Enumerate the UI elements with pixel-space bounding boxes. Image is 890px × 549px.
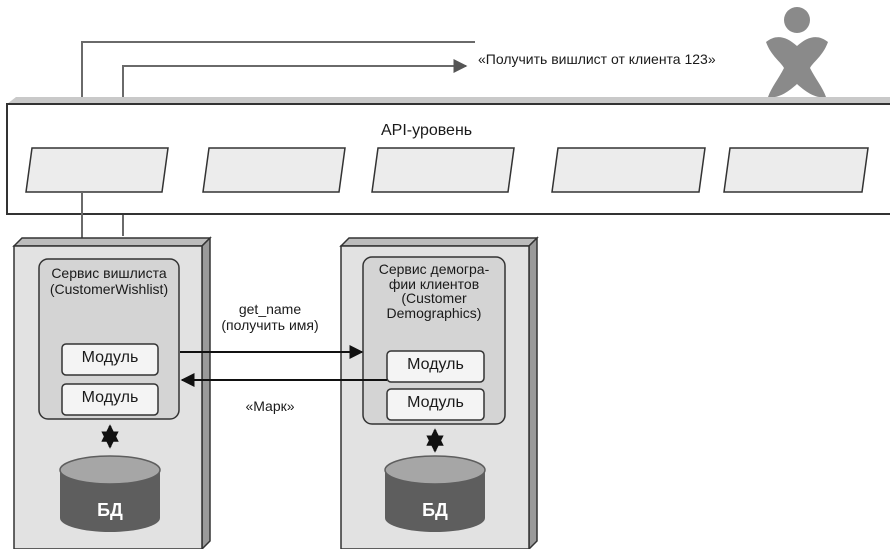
request-label: «Получить вишлист от клиента 123» [478,51,716,67]
api-endpoint-wishlist[interactable] [25,147,169,193]
response-label: «Марк» [245,398,295,414]
wishlist-module-1-label: Модуль [81,349,139,366]
demographics-db-icon [384,455,486,532]
wishlist-title-line1: Сервис вишлиста [51,265,167,281]
api-endpoint-4[interactable] [551,147,706,193]
demographics-title-line1: Сервис демогра- [378,261,490,277]
demographics-title-line2: фии клиентов [388,275,480,292]
demographics-service-container [339,236,539,549]
wishlist-module-1[interactable] [61,343,159,376]
get-name-line1: get_name [238,301,302,317]
demographics-module-2-label: Модуль [407,394,464,411]
user-icon [766,7,828,98]
demographics-module-2[interactable] [386,388,485,421]
demographics-service-title: Сервис демогра- фии клиентов (Customer D… [363,262,505,321]
api-endpoint-5[interactable] [723,147,869,193]
get-name-line2: (получить имя) [221,317,319,334]
api-endpoint-2[interactable] [202,147,346,193]
demographics-module-1[interactable] [386,350,485,383]
demographics-module-1-label: Модуль [407,356,464,373]
wishlist-service-title: Сервис вишлиста (CustomerWishlist) [39,265,179,297]
get-name-label: get_name (получить имя) [185,301,355,333]
demographics-db-label: БД [422,500,448,520]
api-layer-title: API-уровень [381,122,473,139]
wishlist-title-line2: (CustomerWishlist) [49,281,169,298]
demographics-title-line4: Demographics) [386,305,482,322]
wishlist-service-container [12,236,212,549]
wishlist-db-label: БД [97,500,123,520]
api-endpoints [25,147,869,193]
wishlist-db-icon [59,455,161,532]
demographics-title-line3: (Customer [401,290,467,307]
api-endpoint-3[interactable] [371,147,515,193]
wishlist-module-2[interactable] [61,383,159,416]
wishlist-module-2-label: Модуль [81,389,139,406]
